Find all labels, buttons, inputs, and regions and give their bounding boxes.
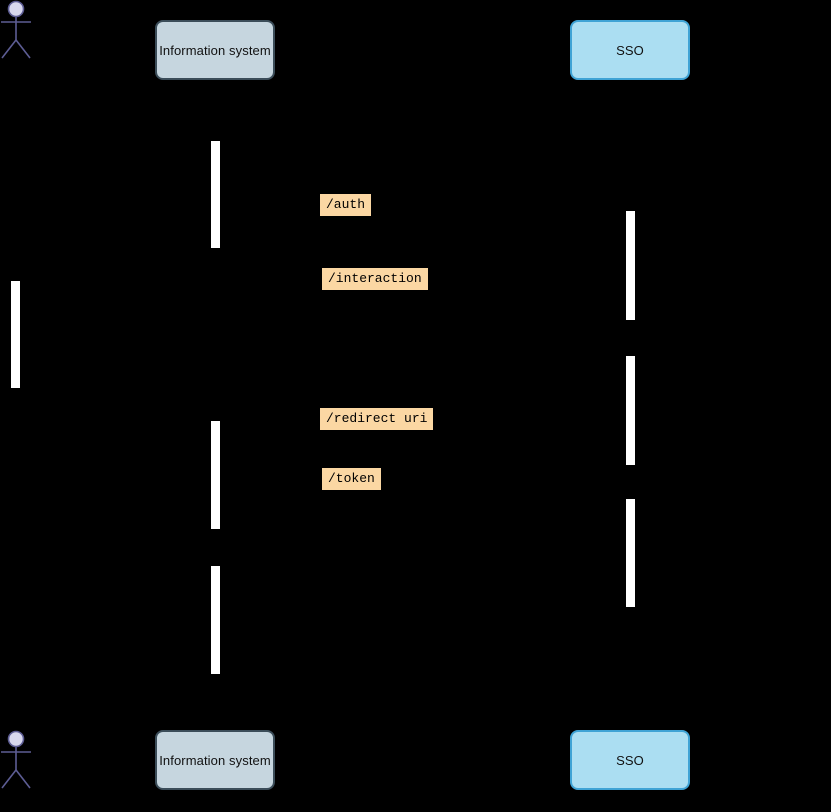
message-label-auth: /auth [320, 194, 372, 216]
participant-label: Information system [159, 42, 271, 58]
participant-sso-top: SSO [570, 20, 690, 80]
participant-label: SSO [616, 752, 644, 768]
participant-sso-bottom: SSO [570, 730, 690, 790]
actor-left-leg [1, 769, 17, 789]
activation-bar-information-system-2 [211, 421, 220, 529]
participant-information-system-top: Information system [155, 20, 275, 80]
actor-right-leg [15, 39, 31, 59]
activation-bar-information-system-1 [211, 141, 220, 248]
participant-label: Information system [159, 752, 271, 768]
actor-head [7, 730, 25, 748]
activation-bar-sso-1 [626, 211, 635, 320]
message-label-token: /token [322, 468, 381, 490]
actor-right-leg [15, 769, 31, 789]
actor-left-leg [1, 39, 17, 59]
activation-bar-sso-2 [626, 356, 635, 465]
actor-icon [1, 0, 31, 59]
actor-head [7, 0, 25, 18]
message-label-redirect-uri: /redirect uri [320, 408, 434, 430]
participant-information-system-bottom: Information system [155, 730, 275, 790]
actor-icon [1, 730, 31, 789]
message-label-interaction: /interaction [322, 268, 428, 290]
participant-label: SSO [616, 42, 644, 58]
activation-bar-actor [11, 281, 20, 388]
activation-bar-information-system-3 [211, 566, 220, 674]
activation-bar-sso-3 [626, 499, 635, 607]
